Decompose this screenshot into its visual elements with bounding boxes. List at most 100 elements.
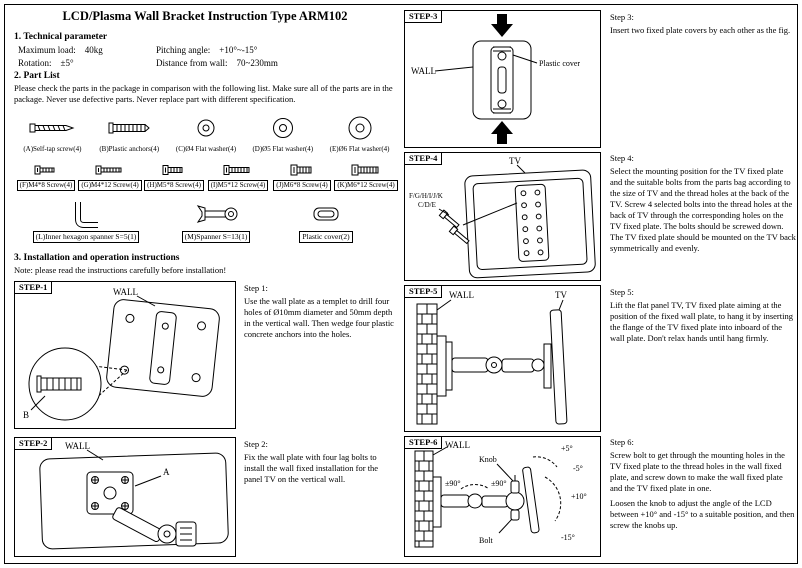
- param-rotation: Rotation: ±5°: [18, 58, 156, 68]
- step-2-wall-label: WALL: [65, 441, 90, 451]
- step-5-tag: STEP-5: [404, 285, 443, 299]
- screw-m6x12-icon: [351, 161, 382, 178]
- param-value: ±5°: [60, 58, 74, 68]
- install-note: Note: please read the instructions caref…: [14, 265, 227, 275]
- flat-washer-5-icon: [271, 113, 295, 143]
- step-2-title: Step 2:: [244, 439, 268, 449]
- step-2-body: Fix the wall plate with four lag bolts t…: [244, 452, 379, 485]
- step-5-body: Lift the flat panel TV, TV fixed plate a…: [610, 300, 793, 344]
- step-5-box: STEP-5: [404, 285, 601, 432]
- part-label: (B)Plastic anchors(4): [99, 145, 160, 153]
- step-4-tv-label: TV: [509, 156, 521, 166]
- part-item: (F)M4*8 Screw(4): [14, 161, 78, 192]
- step-3-body: Insert two fixed plate covers by each ot…: [610, 25, 791, 36]
- arm-knob-bolt-assembly: [432, 456, 562, 534]
- param-label: Rotation:: [18, 58, 52, 68]
- tech-params: Maximum load:40kg Pitching angle:+10°~-1…: [18, 45, 398, 68]
- step-6-bolt-label: Bolt: [479, 536, 494, 545]
- step-6-body-2: Loosen the knob to adjust the angle of t…: [610, 498, 795, 531]
- step-3-title: Step 3:: [610, 12, 634, 22]
- tech-heading: 1. Technical parameter: [14, 32, 108, 42]
- step-6-angle-minus15: -15°: [561, 533, 575, 542]
- step-1-title: Step 1:: [244, 283, 268, 293]
- step-6-angle-plus5: +5°: [561, 444, 573, 453]
- part-item: (J)M6*8 Screw(4): [270, 161, 334, 192]
- step-2-a-label: A: [163, 467, 170, 477]
- param-pitching-angle: Pitching angle:+10°~-15°: [156, 45, 396, 55]
- step-6-title: Step 6:: [610, 437, 634, 447]
- part-label: (G)M4*12 Screw(4): [78, 180, 142, 192]
- wall-plate-column: [434, 40, 538, 120]
- step-3-wall-label: WALL: [411, 66, 436, 76]
- flat-washer-4-icon: [195, 113, 217, 143]
- part-label: (M)Spanner S=13(1): [181, 231, 251, 244]
- parts-heading: 2. Part List: [14, 71, 60, 81]
- param-max-load: Maximum load:40kg: [18, 45, 156, 55]
- step-1-b-label: B: [23, 410, 29, 420]
- step-6-wall-label: WALL: [445, 440, 470, 450]
- step-2-instructions: Step 2: Fix the wall plate with four lag…: [244, 439, 396, 485]
- screw-m5x8-icon: [162, 161, 186, 178]
- step-3-tag: STEP-3: [404, 10, 443, 24]
- step-3-box: STEP-3 WALL Plastic cover: [404, 10, 601, 148]
- tv-fixed-plate: [514, 164, 550, 262]
- step-1-instructions: Step 1: Use the wall plate as a templet …: [244, 283, 396, 340]
- part-label: (D)Ø5 Flat washer(4): [252, 145, 314, 153]
- parts-row-1: (A)Self-tap screw(4) (B)Plastic anchors(…: [14, 113, 398, 153]
- part-item: (G)M4*12 Screw(4): [78, 161, 142, 192]
- step-5-instructions: Step 5: Lift the flat panel TV, TV fixed…: [610, 287, 796, 344]
- part-item: (A)Self-tap screw(4): [14, 113, 91, 153]
- part-item: (B)Plastic anchors(4): [91, 113, 168, 153]
- part-item: (M)Spanner S=13(1): [156, 199, 276, 244]
- step-6-angle-90a: ±90°: [445, 479, 461, 488]
- page-border: [4, 4, 798, 564]
- part-label: (J)M6*8 Screw(4): [273, 180, 331, 192]
- brick-wall: [416, 299, 452, 425]
- wall-panel-drawing: [39, 449, 229, 550]
- parts-note: Please check the parts in the package in…: [14, 83, 393, 104]
- tv-panel: [549, 299, 568, 425]
- part-label: (C)Ø4 Flat washer(4): [175, 145, 237, 153]
- step-2-tag: STEP-2: [14, 437, 53, 451]
- step-4-body: Select the mounting position for the TV …: [610, 166, 796, 254]
- part-item: (K)M6*12 Screw(4): [334, 161, 398, 192]
- spanner-icon: [194, 199, 238, 229]
- step-6-angle-minus5: -5°: [573, 464, 583, 473]
- step-3-diagram: WALL Plastic cover: [411, 14, 580, 144]
- part-item: Plastic cover(2): [276, 199, 376, 244]
- mounting-screws: [438, 202, 518, 245]
- step-4-screw-codes-2: C/D/E: [418, 201, 436, 209]
- param-label: Distance from wall:: [156, 58, 228, 68]
- screw-m5x12-icon: [223, 161, 253, 178]
- step-4-box: STEP-4: [404, 152, 601, 281]
- step-1-tag: STEP-1: [14, 281, 53, 295]
- part-item: (C)Ø4 Flat washer(4): [168, 113, 245, 153]
- step-4-instructions: Step 4: Select the mounting position for…: [610, 153, 796, 254]
- step-5-tv-label: TV: [555, 290, 567, 300]
- step-5-title: Step 5:: [610, 287, 634, 297]
- step-5-wall-label: WALL: [449, 290, 474, 300]
- bracket-arm-drawing: [112, 507, 197, 547]
- step-5-diagram: WALL TV: [416, 290, 568, 425]
- part-item: (I)M5*12 Screw(4): [206, 161, 270, 192]
- insert-arrow-bottom: [491, 121, 513, 144]
- screw-m6x8-icon: [290, 161, 315, 178]
- part-label: Plastic cover(2): [299, 231, 353, 244]
- insert-arrow-top: [491, 14, 513, 37]
- step-6-box: STEP-6: [404, 436, 601, 557]
- step-6-angle-90b: ±90°: [491, 479, 507, 488]
- plastic-cover-icon: [312, 199, 340, 229]
- screw-m4x12-icon: [95, 161, 125, 178]
- part-label: (A)Self-tap screw(4): [23, 145, 82, 153]
- hex-spanner-icon: [71, 199, 101, 229]
- screw-m4x8-icon: [34, 161, 58, 178]
- part-label: (F)M4*8 Screw(4): [16, 180, 76, 192]
- anchor-detail-magnifier: [28, 347, 102, 421]
- step-6-angle-plus10: +10°: [571, 492, 587, 501]
- bracket-arm-assembly: [436, 335, 552, 397]
- param-label: Pitching angle:: [156, 45, 211, 55]
- step-4-title: Step 4:: [610, 153, 634, 163]
- step-6-knob-label: Knob: [479, 455, 497, 464]
- plastic-anchor-icon: [107, 113, 151, 143]
